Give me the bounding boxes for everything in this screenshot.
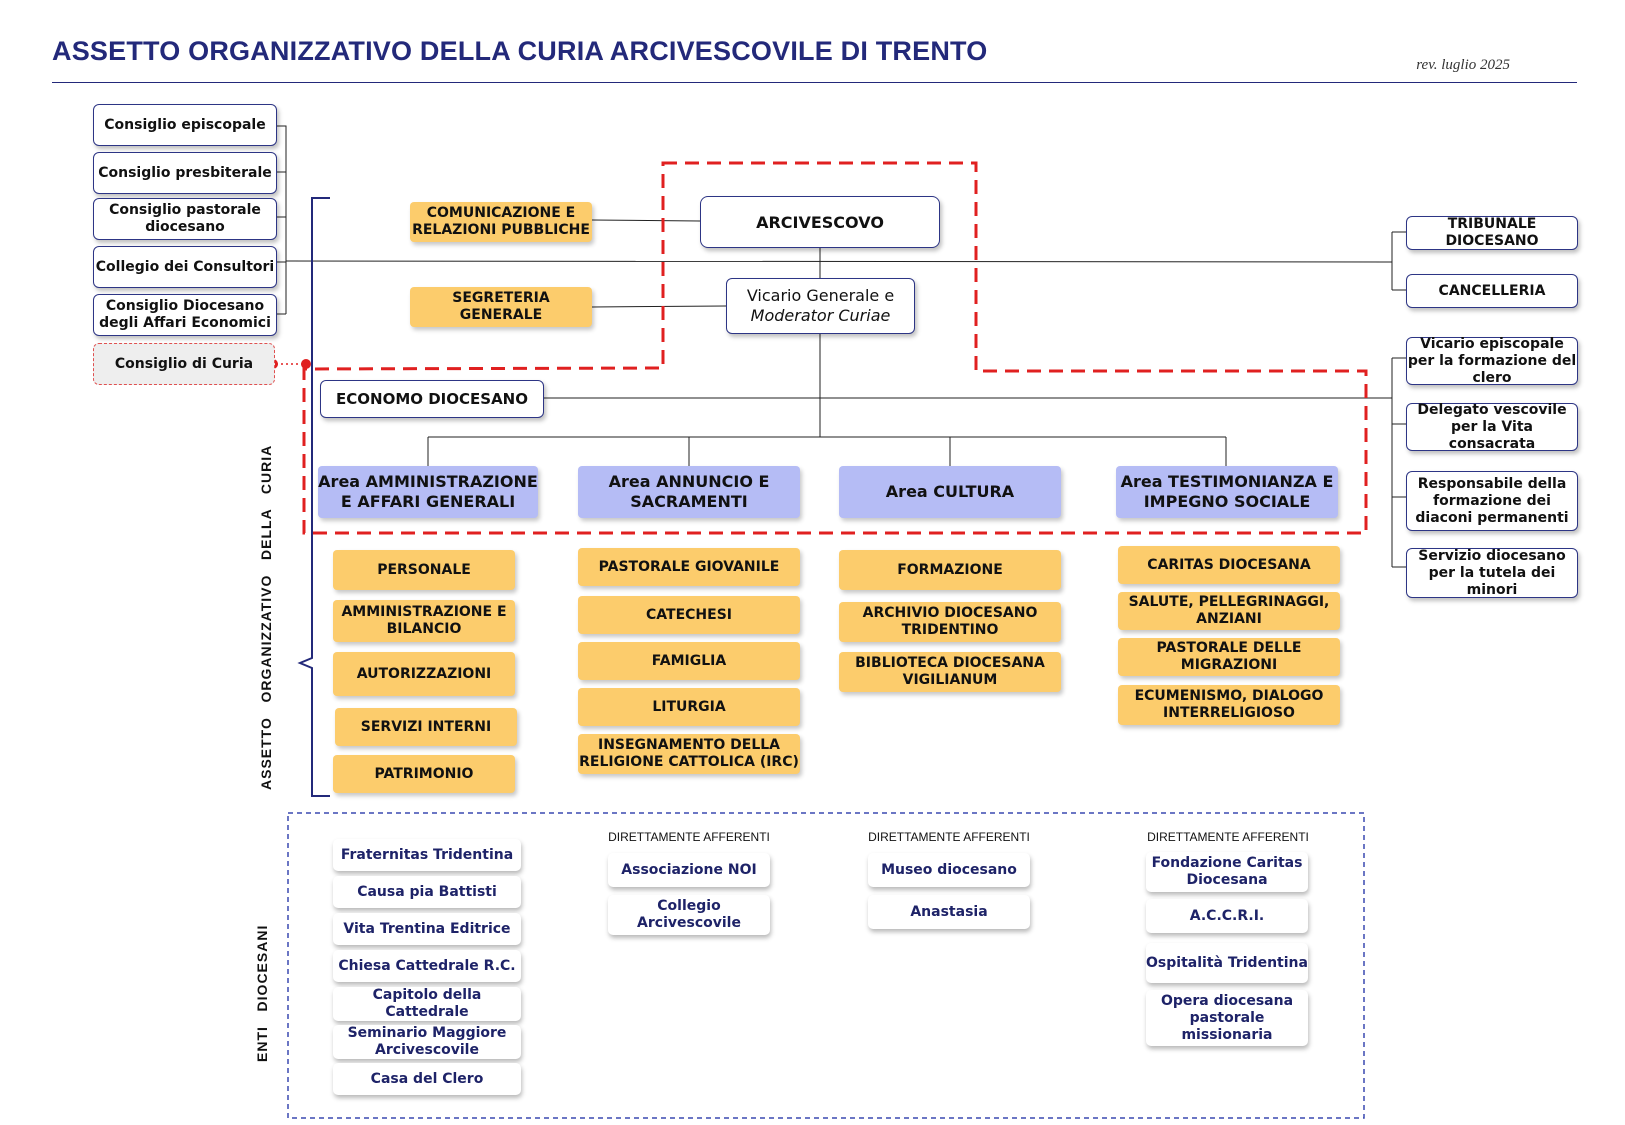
page-title: ASSETTO ORGANIZZATIVO DELLA CURIA ARCIVE… [52,36,988,66]
office-amministrazione-bilancio: AMMINISTRAZIONE E BILANCIO [333,600,515,642]
council-consiglio-curia: Consiglio di Curia [93,343,275,385]
ente-seminario: Seminario Maggiore Arcivescovile [333,1025,521,1059]
tribunale-box: TRIBUNALE DIOCESANO [1406,216,1578,250]
label-enti-diocesani: ENTI DIOCESANI [254,924,270,1062]
council-consiglio-episcopale: Consiglio episcopale [93,104,277,146]
label-assetto-organizzativo: ASSETTO ORGANIZZATIVO DELLA CURIA [258,444,274,790]
ente-anastasia: Anastasia [868,895,1030,929]
label-direttamente-1: DIRETTAMENTE AFFERENTI [608,830,770,844]
delegate-vita-consacrata: Delegato vescovile per la Vita consacrat… [1406,402,1578,452]
area-amministrazione: Area AMMINISTRAZIONE E AFFARI GENERALI [318,466,538,518]
delegate-diaconi: Responsabile della formazione dei diacon… [1406,471,1578,531]
office-biblioteca: BIBLIOTECA DIOCESANA VIGILIANUM [839,652,1061,692]
delegate-tutela-minori: Servizio diocesano per la tutela dei min… [1406,548,1578,598]
office-personale: PERSONALE [333,550,515,590]
ente-fondazione-caritas: Fondazione Caritas Diocesana [1146,852,1308,892]
vicario-line2: Moderator Curiae [750,306,891,325]
council-collegio-consultori: Collegio dei Consultori [93,246,277,288]
council-affari-economici: Consiglio Diocesano degli Affari Economi… [93,294,277,336]
ente-causa-pia: Causa pia Battisti [333,876,521,908]
office-autorizzazioni: AUTORIZZAZIONI [333,652,515,696]
office-ecumenismo: ECUMENISMO, DIALOGO INTERRELIGIOSO [1118,685,1340,725]
revision-date: rev. luglio 2025 [1416,57,1510,73]
area-annuncio: Area ANNUNCIO E SACRAMENTI [578,466,800,518]
ente-ospitalita: Ospitalità Tridentina [1146,943,1308,983]
ente-casa-clero: Casa del Clero [333,1063,521,1095]
vicario-generale-box: Vicario Generale e Moderator Curiae [726,278,915,334]
ente-vita-trentina: Vita Trentina Editrice [333,913,521,945]
ente-museo: Museo diocesano [868,853,1030,887]
ente-fraternitas: Fraternitas Tridentina [333,839,521,871]
ente-collegio-arcivescovile: Collegio Arcivescovile [608,895,770,935]
ente-chiesa-cattedrale: Chiesa Cattedrale R.C. [333,950,521,982]
staff-segreteria: SEGRETERIA GENERALE [410,287,592,327]
office-salute: SALUTE, PELLEGRINAGGI, ANZIANI [1118,592,1340,630]
ente-capitolo: Capitolo della Cattedrale [333,987,521,1021]
arcivescovo-box: ARCIVESCOVO [700,196,940,248]
area-cultura: Area CULTURA [839,466,1061,518]
cancelleria-box: CANCELLERIA [1406,274,1578,308]
office-catechesi: CATECHESI [578,596,800,634]
office-servizi-interni: SERVIZI INTERNI [335,708,517,746]
vicario-line1: Vicario Generale e [746,286,895,305]
ente-associazione-noi: Associazione NOI [608,853,770,887]
label-direttamente-3: DIRETTAMENTE AFFERENTI [1147,830,1309,844]
office-liturgia: LITURGIA [578,688,800,726]
council-consiglio-presbiterale: Consiglio presbiterale [93,152,277,194]
office-caritas: CARITAS DIOCESANA [1118,546,1340,584]
title-rule [52,82,1577,83]
area-testimonianza: Area TESTIMONIANZA E IMPEGNO SOCIALE [1116,466,1338,518]
office-irc: INSEGNAMENTO DELLA RELIGIONE CATTOLICA (… [578,734,800,774]
office-archivio: ARCHIVIO DIOCESANO TRIDENTINO [839,602,1061,642]
ente-accri: A.C.C.R.I. [1146,899,1308,933]
council-consiglio-pastorale: Consiglio pastorale diocesano [93,198,277,240]
office-formazione: FORMAZIONE [839,550,1061,590]
staff-comunicazione: COMUNICAZIONE E RELAZIONI PUBBLICHE [410,202,592,242]
office-famiglia: FAMIGLIA [578,642,800,680]
ente-opera-missionaria: Opera diocesana pastorale missionaria [1146,990,1308,1046]
office-patrimonio: PATRIMONIO [333,755,515,793]
office-pastorale-giovanile: PASTORALE GIOVANILE [578,548,800,586]
label-direttamente-2: DIRETTAMENTE AFFERENTI [868,830,1030,844]
delegate-vicario-clero: Vicario episcopale per la formazione del… [1406,335,1578,386]
economo-box: ECONOMO DIOCESANO [320,380,544,418]
office-migrazioni: PASTORALE DELLE MIGRAZIONI [1118,638,1340,676]
